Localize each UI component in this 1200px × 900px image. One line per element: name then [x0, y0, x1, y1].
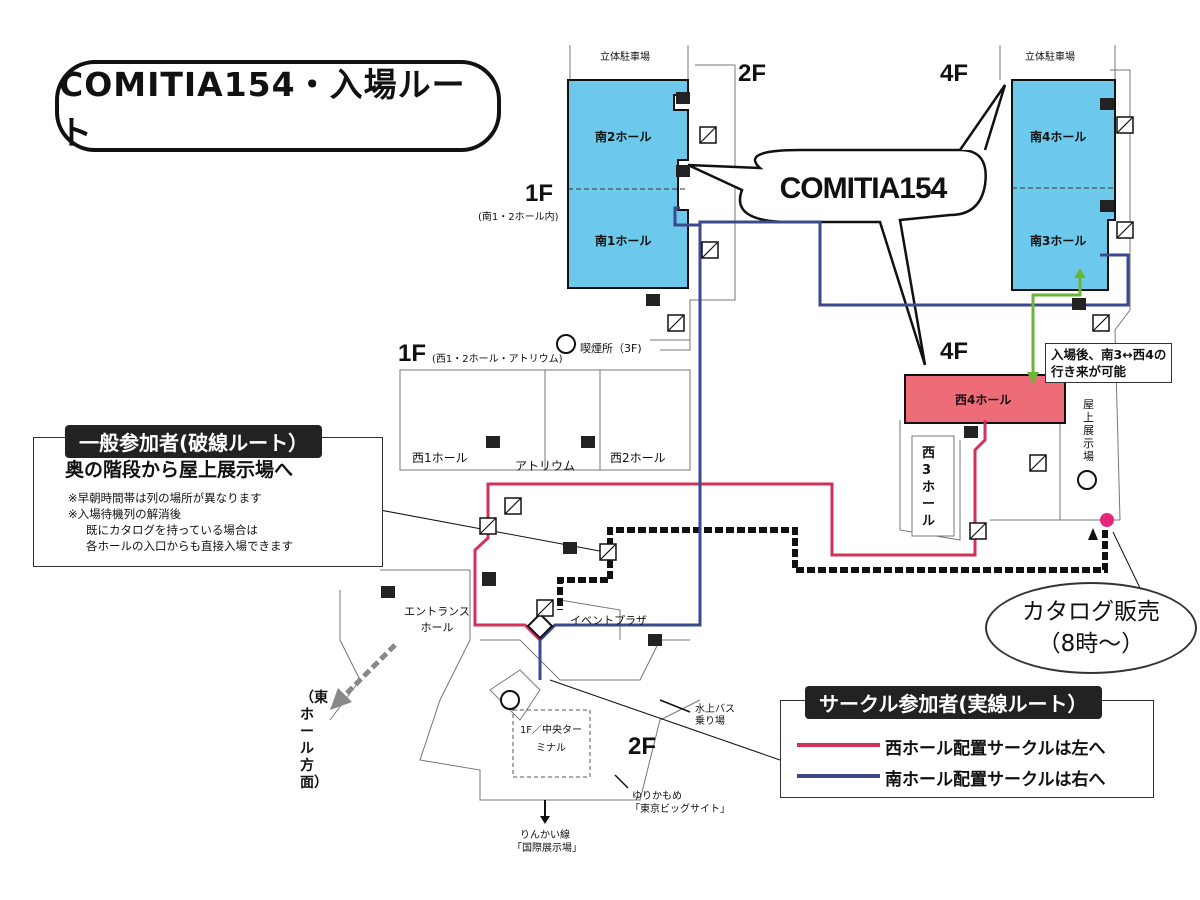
toilet-icon — [381, 586, 395, 598]
general-note: 各ホールの入口からも直接入場できます — [86, 539, 293, 553]
smoking-area-label: 喫煙所（3F) — [580, 342, 642, 355]
rooftop-stairs-icon — [1088, 528, 1098, 540]
floor-note-1f-south: (南1・2ホール内) — [478, 212, 559, 223]
transfer-note: 入場後、南3↔西4の 行き来が可能 — [1045, 343, 1173, 383]
hall-label-south1: 南1ホール — [595, 234, 652, 248]
info-icon — [482, 572, 496, 586]
hall-label-west1: 西1ホール — [412, 451, 468, 465]
legend-label-west: 西ホール配置サークルは左へ — [885, 739, 1106, 759]
rooftop-label: 屋上展示場 — [1083, 398, 1094, 463]
hall-label-west3: 西3ホール — [922, 446, 936, 529]
smoking-icon — [1077, 470, 1097, 490]
toilet-icon — [563, 542, 577, 554]
central-terminal-label: 1F／中央ターミナル — [519, 725, 583, 754]
water-bus-label: 水上バス乗り場 — [695, 704, 735, 727]
entry-marker — [526, 612, 554, 640]
hall-label-atrium: アトリウム — [515, 459, 576, 473]
general-route — [557, 527, 1108, 610]
kokusai-station-label: 「国際展示場」 — [512, 843, 582, 854]
toilet-icon — [1100, 200, 1114, 212]
west-route — [473, 420, 987, 680]
toilet-icon — [486, 436, 500, 448]
toilet-icon — [581, 436, 595, 448]
circle-heading: サークル参加者(実線ルート） — [805, 686, 1102, 719]
west-3-hall — [911, 435, 955, 537]
parking-right-label: 立体駐車場 — [1025, 52, 1075, 63]
toilet-icon — [676, 92, 690, 104]
general-participants-box — [33, 437, 383, 567]
toilet-icon — [964, 426, 978, 438]
hall-label-south2: 南2ホール — [595, 130, 652, 144]
catalog-time: （8時〜） — [1037, 631, 1145, 657]
floor-label-2f-top: 2F — [738, 60, 767, 87]
yurikamome-arrow-icon — [614, 774, 629, 789]
toilet-icon — [1072, 298, 1086, 310]
floor-label-4f-top: 4F — [940, 60, 969, 87]
floor-label-1f-west: 1F — [398, 340, 427, 367]
comitia-bubble — [687, 148, 987, 366]
catalog-location-dot — [1100, 513, 1114, 527]
general-note: ※入場待機列の解消後 — [68, 507, 182, 521]
floor-note-1f-west: (西1・2ホール・アトリウム) — [432, 354, 563, 365]
floor-label-4f-west: 4F — [940, 338, 969, 365]
transfer-note-line: 行き来が可能 — [1051, 364, 1127, 379]
south-3-4-hall — [1011, 79, 1116, 291]
hall-label-south3: 南3ホール — [1030, 234, 1087, 248]
page-title: COMITIA154・入場ルート — [55, 60, 501, 152]
rinkai-label: りんかい線 — [520, 830, 570, 841]
toilet-icon — [1100, 98, 1114, 110]
yurikamome-label: ゆりかもめ — [632, 791, 682, 802]
south-1-2-hall — [567, 79, 689, 289]
catalog-sales-callout: カタログ販売 （8時〜） — [985, 582, 1197, 674]
comitia-logo: COMITIA154 — [779, 172, 948, 205]
transfer-note-line: 入場後、南3↔西4の — [1051, 347, 1167, 362]
bigsight-station-label: 「東京ビッグサイト」 — [630, 804, 730, 815]
general-note: 既にカタログを持っている場合は — [86, 523, 258, 537]
general-heading: 一般参加者(破線ルート） — [65, 425, 323, 458]
toilet-icon — [646, 294, 660, 306]
floor-label-1f-south: 1F — [525, 180, 554, 207]
south-route — [538, 220, 1130, 680]
toilet-icon — [676, 165, 690, 177]
green-route — [1031, 275, 1082, 380]
hall-label-west4: 西4ホール — [955, 393, 1012, 407]
general-note: ※早朝時間帯は列の場所が異なります — [68, 491, 262, 505]
smoking-icon — [500, 690, 520, 710]
hall-label-west2: 西2ホール — [610, 451, 666, 465]
smoking-icon — [556, 334, 576, 354]
catalog-label: カタログ販売 — [1022, 599, 1160, 625]
legend-label-south: 南ホール配置サークルは右へ — [885, 770, 1106, 790]
entrance-hall-label: エントランスホール — [404, 605, 470, 634]
floor-label-2f-bottom: 2F — [628, 733, 657, 760]
toilet-icon — [648, 634, 662, 646]
event-plaza-label: イベントプラザ — [570, 614, 647, 627]
hall-label-south4: 南4ホール — [1030, 130, 1087, 144]
east-hall-label: （東ホール方面） — [300, 690, 328, 791]
waterbus-arrow-icon — [659, 699, 691, 713]
central-terminal-box — [512, 709, 591, 778]
east-hall-arrow-icon — [338, 643, 397, 702]
general-subheading: 奥の階段から屋上展示場へ — [65, 459, 294, 481]
parking-left-label: 立体駐車場 — [600, 52, 650, 63]
